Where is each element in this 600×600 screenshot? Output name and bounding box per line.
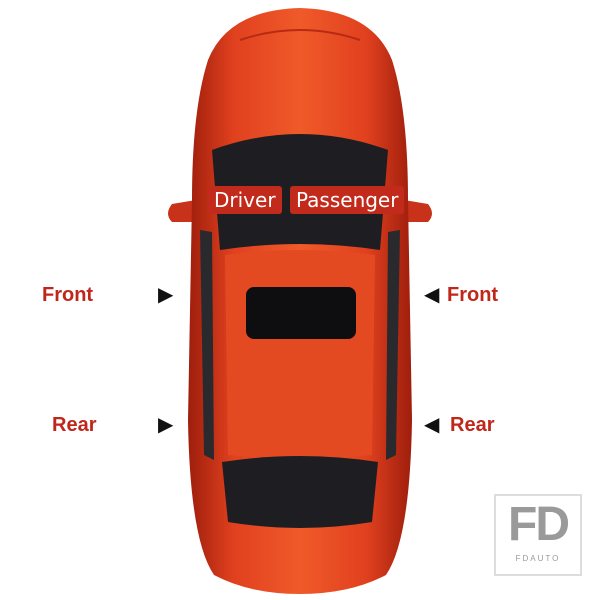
rear-right-arrow-icon: ◀ — [424, 414, 440, 436]
rear-left-arrow-icon: ▶ — [158, 414, 174, 436]
front-right-arrow-icon: ◀ — [424, 284, 440, 306]
left-side-window — [200, 230, 214, 460]
driver-label: Driver — [208, 186, 282, 214]
fdauto-logo: FD FDAUTO — [494, 494, 582, 576]
left-mirror — [168, 200, 198, 222]
rear-window — [222, 456, 378, 528]
front-left-label: Front — [42, 284, 94, 306]
front-left-arrow-icon: ▶ — [158, 284, 174, 306]
rear-right-label: Rear — [450, 414, 495, 436]
rear-left-label: Rear — [52, 414, 97, 436]
sunroof — [246, 287, 356, 339]
right-side-window — [386, 230, 400, 460]
front-right-label: Front — [447, 284, 499, 306]
right-mirror — [402, 200, 432, 222]
logo-text: FDAUTO — [515, 554, 561, 563]
logo-mark: FD — [508, 498, 570, 551]
passenger-label: Passenger — [290, 186, 405, 214]
